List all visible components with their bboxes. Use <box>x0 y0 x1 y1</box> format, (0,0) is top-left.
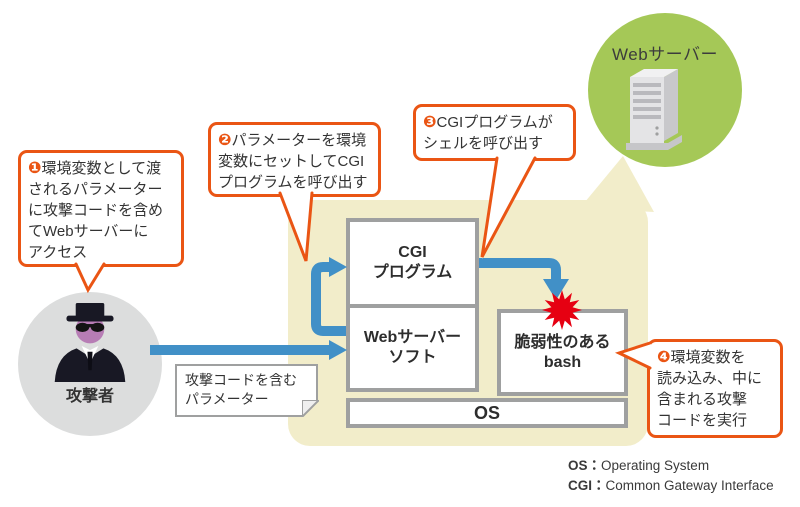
legend-def-cgi: Common Gateway Interface <box>605 478 774 493</box>
vulnerable-bash-box: 脆弱性のある bash <box>497 309 628 396</box>
callout-step-2: ❷パラメーターを環境 変数にセットしてCGI プログラムを呼び出す <box>208 122 381 197</box>
web-server-label: Webサーバー <box>612 45 718 64</box>
step-3-badge: ❸ <box>423 114 437 131</box>
cgi-program-box: CGI プログラム <box>346 218 479 308</box>
web-server-software-box: Webサーバー ソフト <box>346 304 479 392</box>
callout-step-3-text: CGIプログラムが シェルを呼び出す <box>423 114 553 152</box>
attacker-node: 攻撃者 <box>18 292 162 436</box>
legend-row-os: OS：Operating System <box>568 456 774 476</box>
callout-step-4-text: 環境変数を 読み込み、中に 含まれる攻撃 コードを実行 <box>657 349 763 429</box>
spy-icon <box>54 303 126 382</box>
legend-term-os: OS： <box>568 458 602 473</box>
legend-term-cgi: CGI： <box>568 478 606 493</box>
callout-step-3: ❸CGIプログラムが シェルを呼び出す <box>413 104 576 161</box>
attacker-label: 攻撃者 <box>65 388 114 405</box>
legend: OS：Operating System CGI：Common Gateway I… <box>568 456 774 496</box>
attack-parameter-note: 攻撃コードを含む パラメーター <box>175 364 318 417</box>
server-icon <box>626 69 682 150</box>
web-server-node: Webサーバー <box>588 13 742 167</box>
os-bar: OS <box>346 398 628 428</box>
callout-step-4: ❹環境変数を 読み込み、中に 含まれる攻撃 コードを実行 <box>647 339 783 438</box>
step-1-badge: ❶ <box>28 160 42 177</box>
legend-row-cgi: CGI：Common Gateway Interface <box>568 476 774 496</box>
note-fold-icon <box>302 400 319 417</box>
step-4-badge: ❹ <box>657 349 671 366</box>
panel-pointer-to-server <box>580 156 654 212</box>
callout-step-1: ❶環境変数として渡 されるパラメーター に攻撃コードを含め てWebサーバーに … <box>18 150 184 267</box>
callout-step-1-text: 環境変数として渡 されるパラメーター に攻撃コードを含め てWebサーバーに ア… <box>28 160 164 261</box>
legend-def-os: Operating System <box>601 458 710 473</box>
callout-step-2-text: パラメーターを環境 変数にセットしてCGI プログラムを呼び出す <box>218 132 368 191</box>
step-2-badge: ❷ <box>218 132 232 149</box>
